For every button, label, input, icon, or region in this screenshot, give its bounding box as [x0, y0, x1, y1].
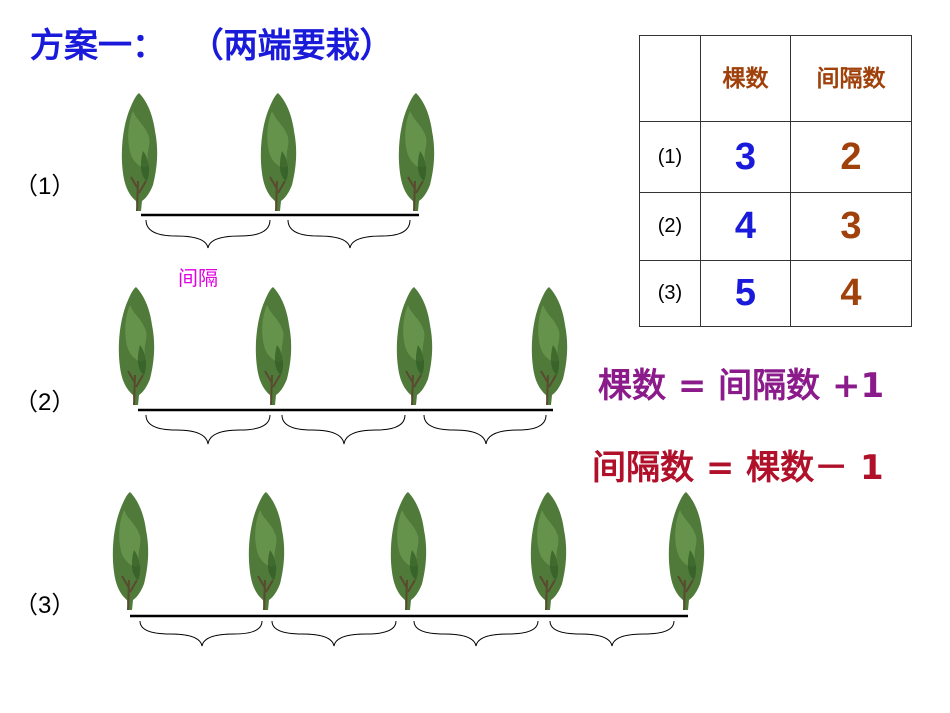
table-header-trees: 棵数 [701, 36, 791, 122]
row-2-trees [119, 287, 567, 405]
tree-icon [113, 492, 148, 610]
gap-brace [550, 621, 674, 646]
table-header-corner [640, 36, 701, 122]
table-header-row: 棵数 间隔数 [640, 36, 912, 122]
tree-icon [249, 492, 284, 610]
table-row: (1) 3 2 [640, 122, 912, 193]
tree-icon [261, 93, 296, 211]
table-row: (2) 4 3 [640, 193, 912, 261]
gap-brace [282, 415, 405, 444]
tree-icon [391, 492, 426, 610]
tree-icon [669, 492, 704, 610]
row-3-trees [113, 492, 704, 610]
tree-icon [399, 93, 434, 211]
table-row-label: (2) [640, 193, 701, 261]
tree-icon [397, 287, 432, 405]
gap-brace [272, 621, 396, 646]
tree-icon [122, 93, 157, 211]
table-header-gaps: 间隔数 [791, 36, 912, 122]
formula-gap-count: 间隔数 = 棵数－ 1 [592, 440, 884, 489]
row-1-trees [122, 93, 434, 211]
gap-count-cell: 4 [791, 261, 912, 327]
tree-count-cell: 5 [701, 261, 791, 327]
table-row-label: (1) [640, 122, 701, 193]
table-row: (3) 5 4 [640, 261, 912, 327]
gap-brace [140, 621, 262, 646]
gap-count-cell: 3 [791, 193, 912, 261]
gap-brace [424, 415, 546, 444]
gap-label: 间隔 [178, 262, 218, 291]
count-table: 棵数 间隔数 (1) 3 2 (2) 4 3 (3) 5 4 [639, 35, 912, 327]
tree-icon [532, 287, 567, 405]
gap-brace [414, 621, 538, 646]
formula-tree-count: 棵数 = 间隔数 +1 [598, 358, 884, 407]
tree-count-cell: 3 [701, 122, 791, 193]
tree-icon [256, 287, 291, 405]
table-row-label: (3) [640, 261, 701, 327]
gap-brace [146, 415, 270, 444]
gap-count-cell: 2 [791, 122, 912, 193]
gap-brace [288, 220, 410, 248]
tree-icon [531, 492, 566, 610]
tree-count-cell: 4 [701, 193, 791, 261]
gap-brace [146, 220, 270, 248]
tree-icon [119, 287, 154, 405]
